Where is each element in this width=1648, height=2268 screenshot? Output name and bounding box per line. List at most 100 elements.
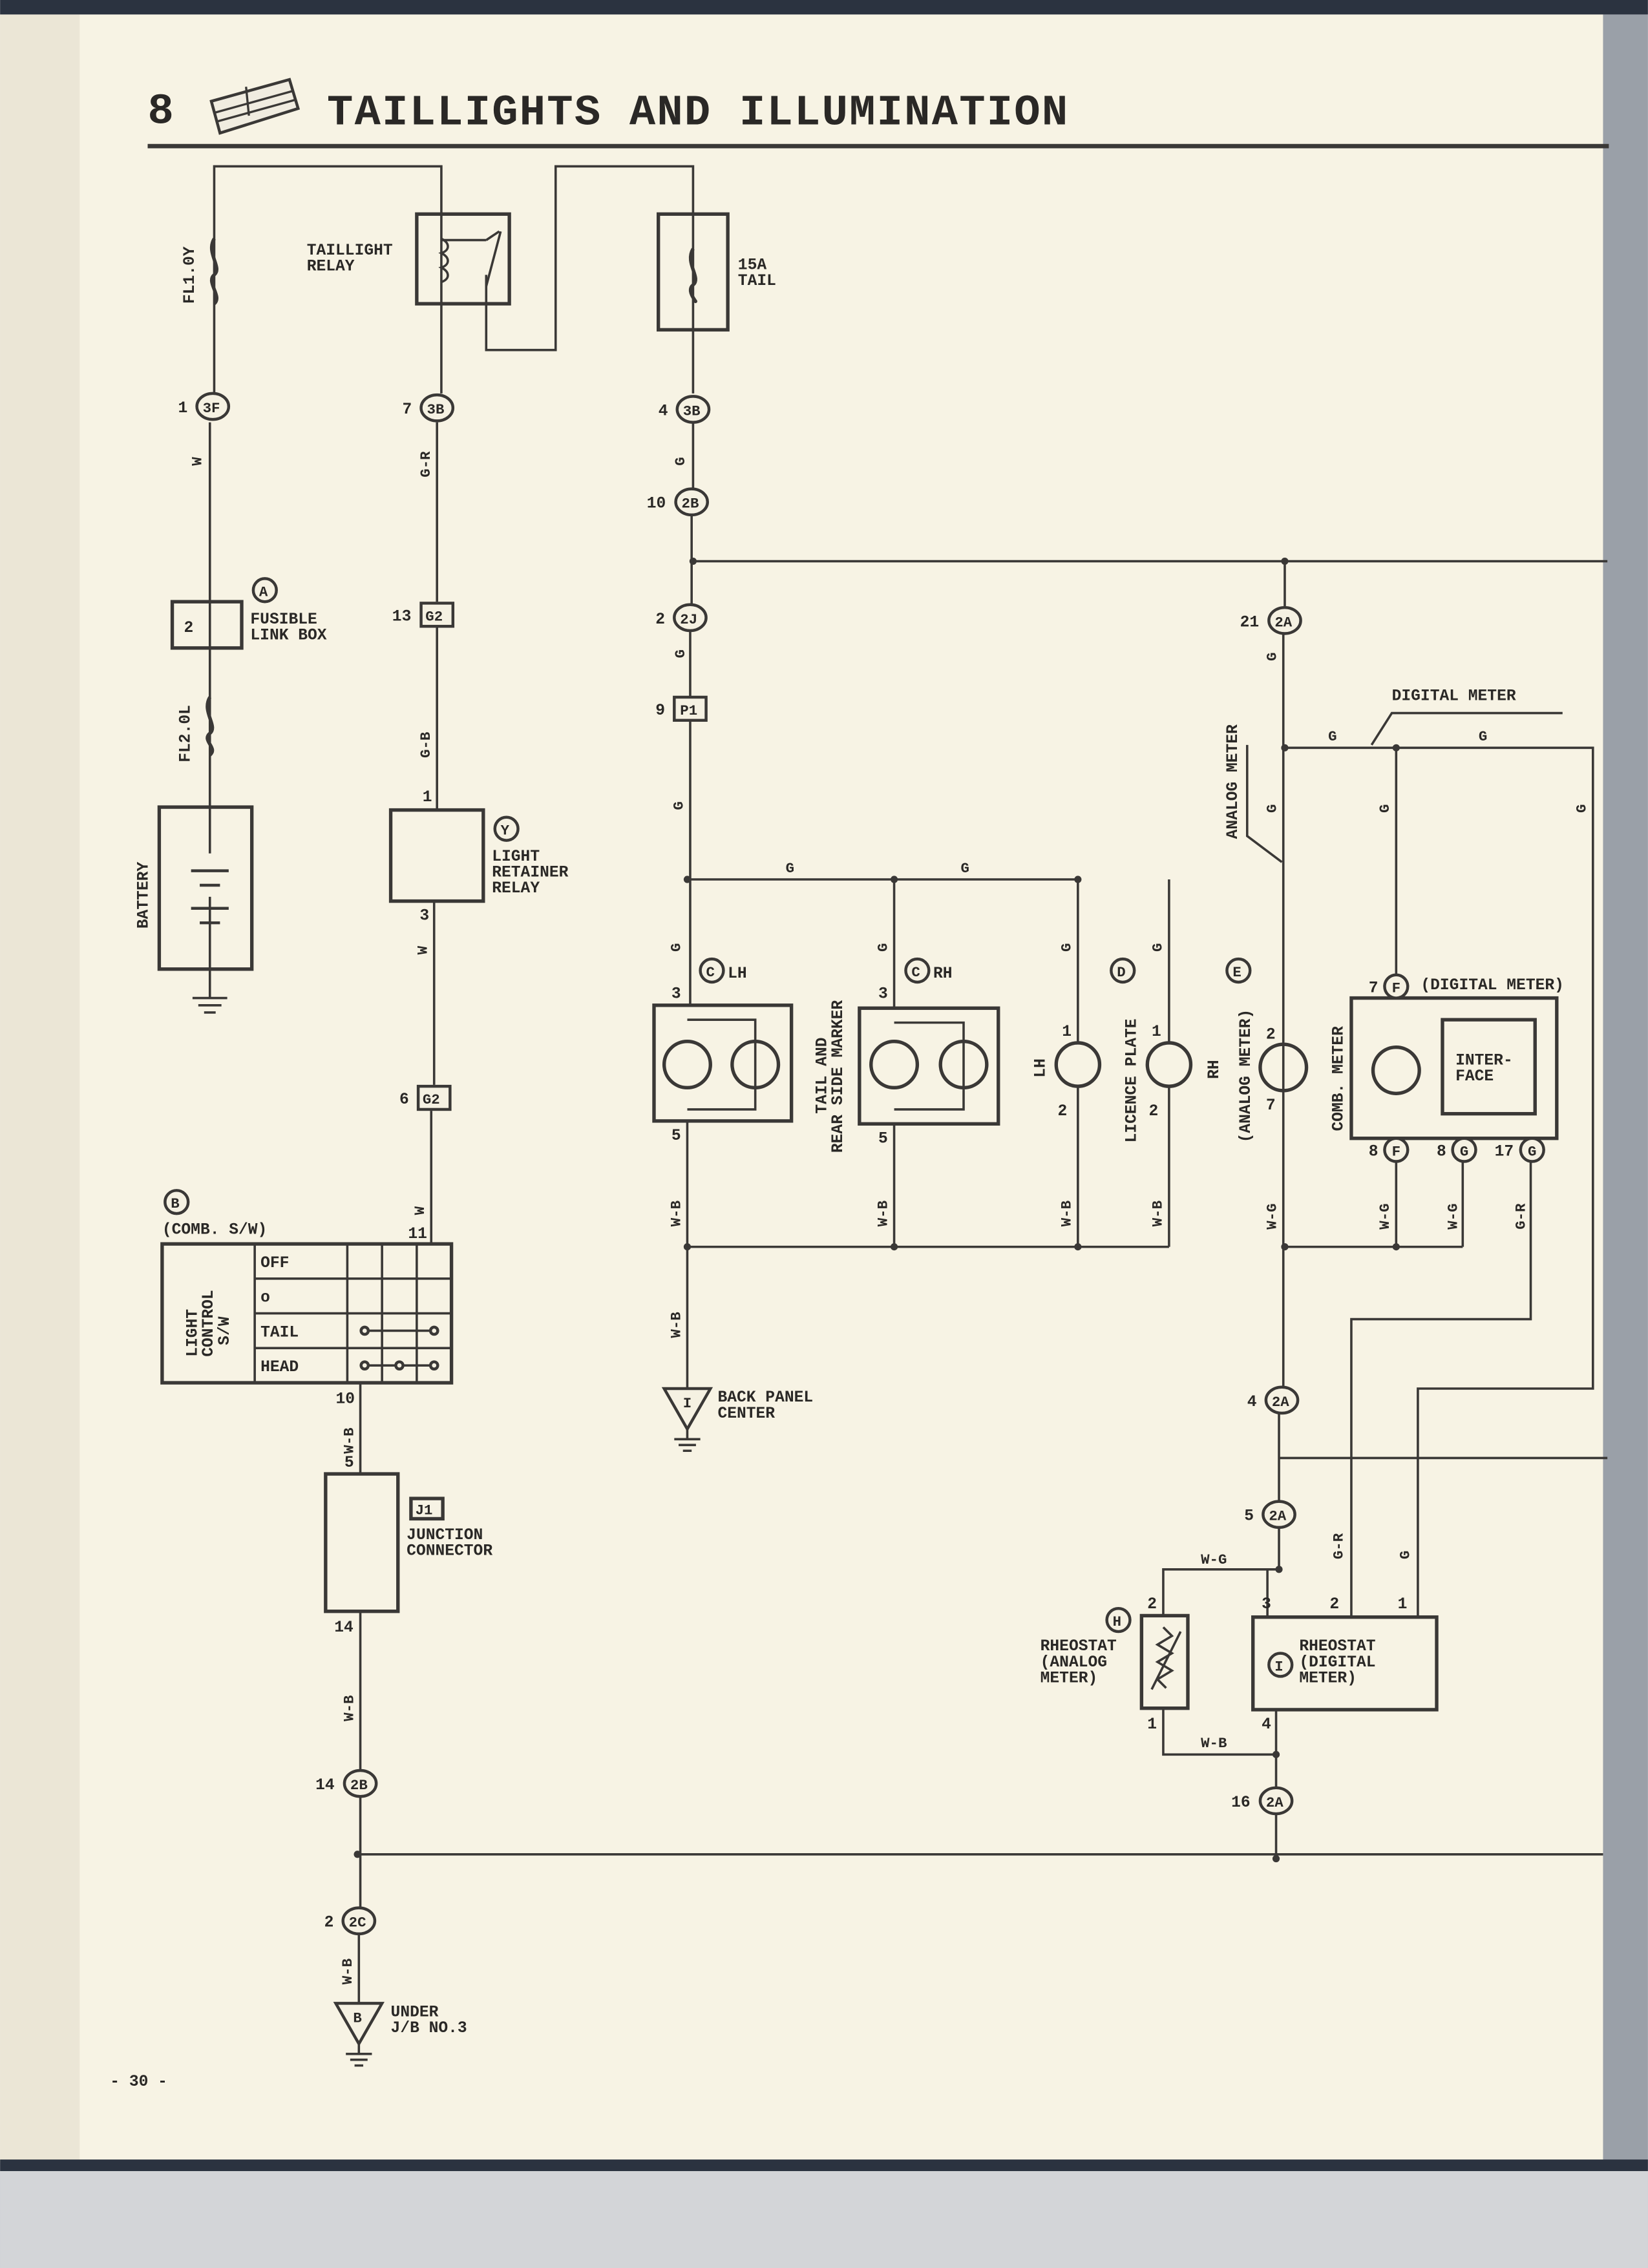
svg-text:3: 3 [1262, 1596, 1271, 1613]
svg-text:(ANALOG METER): (ANALOG METER) [1238, 1009, 1255, 1143]
svg-text:J1: J1 [416, 1502, 433, 1519]
svg-text:7: 7 [1266, 1097, 1276, 1115]
junction-connector: 5 14 J1 JUNCTION CONNECTOR [324, 1454, 492, 1637]
svg-text:TAILLIGHT: TAILLIGHT [307, 242, 393, 260]
svg-text:W-B: W-B [1059, 1201, 1075, 1226]
svg-text:7: 7 [1369, 980, 1379, 998]
connector-2C-2: 2C 2 [324, 1906, 377, 1936]
analog-meter-light: E (ANALOG METER) 2 7 [1225, 957, 1309, 1143]
svg-text:LIGHT: LIGHT [185, 1309, 202, 1357]
svg-text:F: F [1392, 980, 1400, 997]
svg-text:2J: 2J [680, 611, 697, 628]
svg-text:W-B: W-B [874, 1201, 891, 1226]
svg-text:14: 14 [315, 1777, 335, 1794]
svg-text:RELAY: RELAY [307, 258, 355, 276]
paper-page [0, 14, 1609, 2163]
svg-text:G: G [1264, 804, 1281, 813]
svg-text:BATTERY: BATTERY [135, 862, 153, 929]
svg-text:W: W [189, 457, 206, 466]
svg-text:2: 2 [1329, 1596, 1339, 1613]
svg-text:A: A [259, 583, 268, 600]
top-edge [0, 0, 1648, 15]
svg-text:RELAY: RELAY [492, 880, 540, 898]
tail-marker-label-1: TAIL AND [814, 1038, 831, 1114]
tail-light-rh: C RH 3 5 [858, 957, 1000, 1148]
svg-text:15A: 15A [738, 257, 767, 274]
svg-text:8: 8 [1369, 1144, 1379, 1161]
svg-text:G-R: G-R [417, 451, 434, 478]
connector-F-7: F7 [1369, 973, 1410, 1000]
fusible-link-box: 2 A FUSIBLE LINK BOX [170, 577, 327, 650]
svg-text:G-B: G-B [417, 732, 434, 758]
svg-text:G: G [672, 457, 689, 465]
svg-text:FACE: FACE [1455, 1068, 1494, 1086]
svg-text:CONNECTOR: CONNECTOR [407, 1542, 492, 1560]
svg-text:CENTER: CENTER [717, 1405, 775, 1423]
svg-text:G-R: G-R [1513, 1203, 1530, 1230]
svg-text:FUSIBLE: FUSIBLE [250, 611, 317, 629]
light-control-switch[interactable]: B (COMB. S/W) 11 LIGHT CONTROL S/W OFF o… [160, 1189, 454, 1408]
svg-text:G: G [1460, 1144, 1468, 1160]
svg-text:B: B [353, 2010, 361, 2026]
svg-text:1: 1 [1152, 1024, 1161, 1041]
svg-text:W-B: W-B [668, 1312, 684, 1338]
svg-text:G-R: G-R [1331, 1533, 1347, 1559]
svg-text:W-G: W-G [1377, 1203, 1393, 1229]
svg-text:10: 10 [335, 1391, 355, 1408]
svg-text:2C: 2C [349, 1915, 366, 1931]
svg-text:I: I [683, 1395, 692, 1412]
page-number: - 30 - [110, 2074, 167, 2091]
svg-text:OFF: OFF [260, 1255, 289, 1272]
fuse-15a-tail: 15A TAIL [657, 212, 776, 332]
svg-text:G: G [786, 860, 794, 877]
svg-text:W-G: W-G [1201, 1551, 1227, 1568]
svg-text:5: 5 [878, 1130, 888, 1148]
svg-text:17: 17 [1495, 1144, 1514, 1161]
licence-plate-lights: D 1 2 1 2 LH LICENCE PLATE RH [1032, 957, 1223, 1142]
connector-G-17: G 17 [1495, 1137, 1545, 1163]
ground-battery-icon [192, 996, 227, 1014]
svg-text:G: G [1264, 653, 1281, 661]
tail-marker-label-2: REAR SIDE MARKER [830, 1000, 847, 1153]
svg-text:RHEOSTAT: RHEOSTAT [1299, 1638, 1375, 1655]
svg-text:W-B: W-B [341, 1696, 357, 1721]
svg-text:2A: 2A [1274, 614, 1292, 631]
connector-F-8: F8 [1369, 1137, 1410, 1163]
svg-text:6: 6 [399, 1091, 409, 1109]
rheostat-digital-meter: 3 2 1 I RHEOSTAT (DIGITAL METER) 4 [1251, 1596, 1439, 1734]
fuse-fl2-0l: FL2.0L [177, 696, 215, 762]
svg-text:2A: 2A [1269, 1508, 1286, 1525]
svg-text:HEAD: HEAD [260, 1359, 299, 1376]
svg-text:INTER-: INTER- [1455, 1053, 1513, 1070]
svg-text:2A: 2A [1266, 1794, 1284, 1811]
svg-text:LINK BOX: LINK BOX [250, 627, 326, 644]
svg-text:4: 4 [659, 403, 668, 420]
svg-text:RETAINER: RETAINER [492, 865, 568, 882]
svg-text:ANALOG METER: ANALOG METER [1225, 724, 1242, 839]
page-edge-stack [0, 14, 80, 2163]
svg-text:I: I [1274, 1658, 1283, 1675]
fuse-fl1-0y: FL1.0Y [182, 237, 218, 306]
svg-text:13: 13 [392, 608, 412, 625]
svg-text:G: G [671, 801, 688, 810]
svg-text:16: 16 [1231, 1794, 1251, 1812]
svg-text:METER): METER) [1041, 1670, 1098, 1687]
svg-text:G: G [1528, 1144, 1536, 1160]
svg-text:COMB. METER: COMB. METER [1331, 1026, 1348, 1131]
svg-text:3B: 3B [683, 403, 701, 419]
svg-text:S/W: S/W [217, 1316, 234, 1345]
connector-G-8: G8 [1437, 1137, 1477, 1163]
bottom-edge [0, 2159, 1648, 2172]
svg-text:2: 2 [324, 1915, 334, 1932]
svg-text:TAIL: TAIL [260, 1324, 299, 1341]
wire-color-labels: W G-R G G G-B W W W-B G G G G G G G W-B … [189, 451, 1590, 1984]
svg-text:FL1.0Y: FL1.0Y [182, 246, 199, 304]
svg-text:W: W [415, 945, 432, 954]
svg-text:D: D [1117, 964, 1125, 981]
svg-text:1: 1 [1062, 1024, 1072, 1041]
svg-text:G: G [961, 860, 969, 877]
svg-text:UNDER: UNDER [391, 2004, 439, 2021]
section-number: 8 [147, 87, 175, 136]
